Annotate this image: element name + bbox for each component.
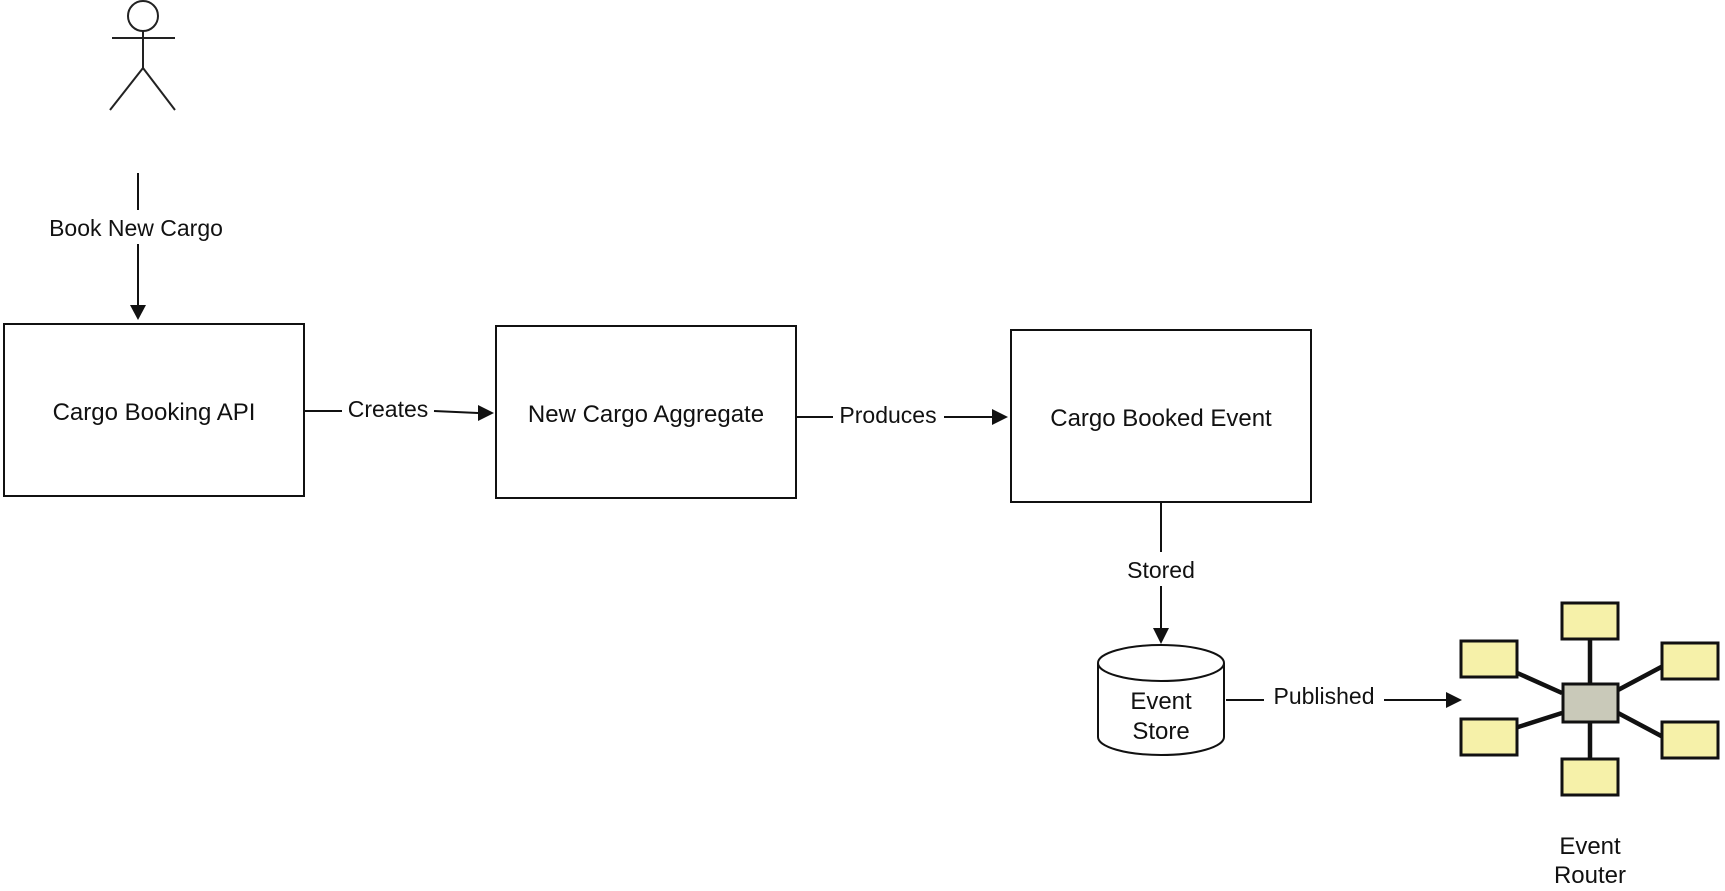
edge-produces: Produces	[797, 402, 1008, 428]
node-event-router: Event Router	[1459, 601, 1720, 889]
edge-label-published: Published	[1273, 683, 1374, 709]
arrowhead-icon	[992, 409, 1008, 425]
router-icon	[1459, 601, 1720, 797]
edge-published: Published	[1226, 683, 1462, 709]
node-event-store: Event Store	[1097, 644, 1225, 756]
edge-label-creates: Creates	[348, 396, 429, 422]
edge-stored: Stored	[1127, 502, 1195, 644]
arrowhead-icon	[1153, 628, 1169, 644]
node-new-cargo-aggregate: New Cargo Aggregate	[495, 325, 797, 499]
edge-label-stored: Stored	[1127, 557, 1195, 583]
arrowhead-icon	[478, 405, 494, 421]
actor-icon	[109, 0, 176, 111]
database-icon	[1097, 644, 1225, 756]
edge-label-book-new-cargo: Book New Cargo	[49, 215, 223, 241]
arrowhead-icon	[130, 305, 146, 320]
node-label-event-router-line1: Event	[1559, 833, 1621, 860]
node-label-cargo-booking-api: Cargo Booking API	[53, 399, 256, 426]
arrowhead-icon	[1446, 692, 1462, 708]
node-label-new-cargo-aggregate: New Cargo Aggregate	[528, 401, 764, 428]
edge-creates: Creates	[304, 396, 494, 422]
edge-label-produces: Produces	[839, 402, 936, 428]
edge-book-new-cargo: Book New Cargo	[49, 173, 223, 320]
node-label-event-store-line2: Store	[1132, 718, 1189, 745]
node-cargo-booked-event: Cargo Booked Event	[1010, 329, 1312, 503]
node-label-event-router-line2: Router	[1554, 862, 1626, 889]
node-label-event-store-line1: Event	[1130, 688, 1192, 715]
node-cargo-booking-api: Cargo Booking API	[3, 323, 305, 497]
node-label-cargo-booked-event: Cargo Booked Event	[1050, 405, 1272, 432]
